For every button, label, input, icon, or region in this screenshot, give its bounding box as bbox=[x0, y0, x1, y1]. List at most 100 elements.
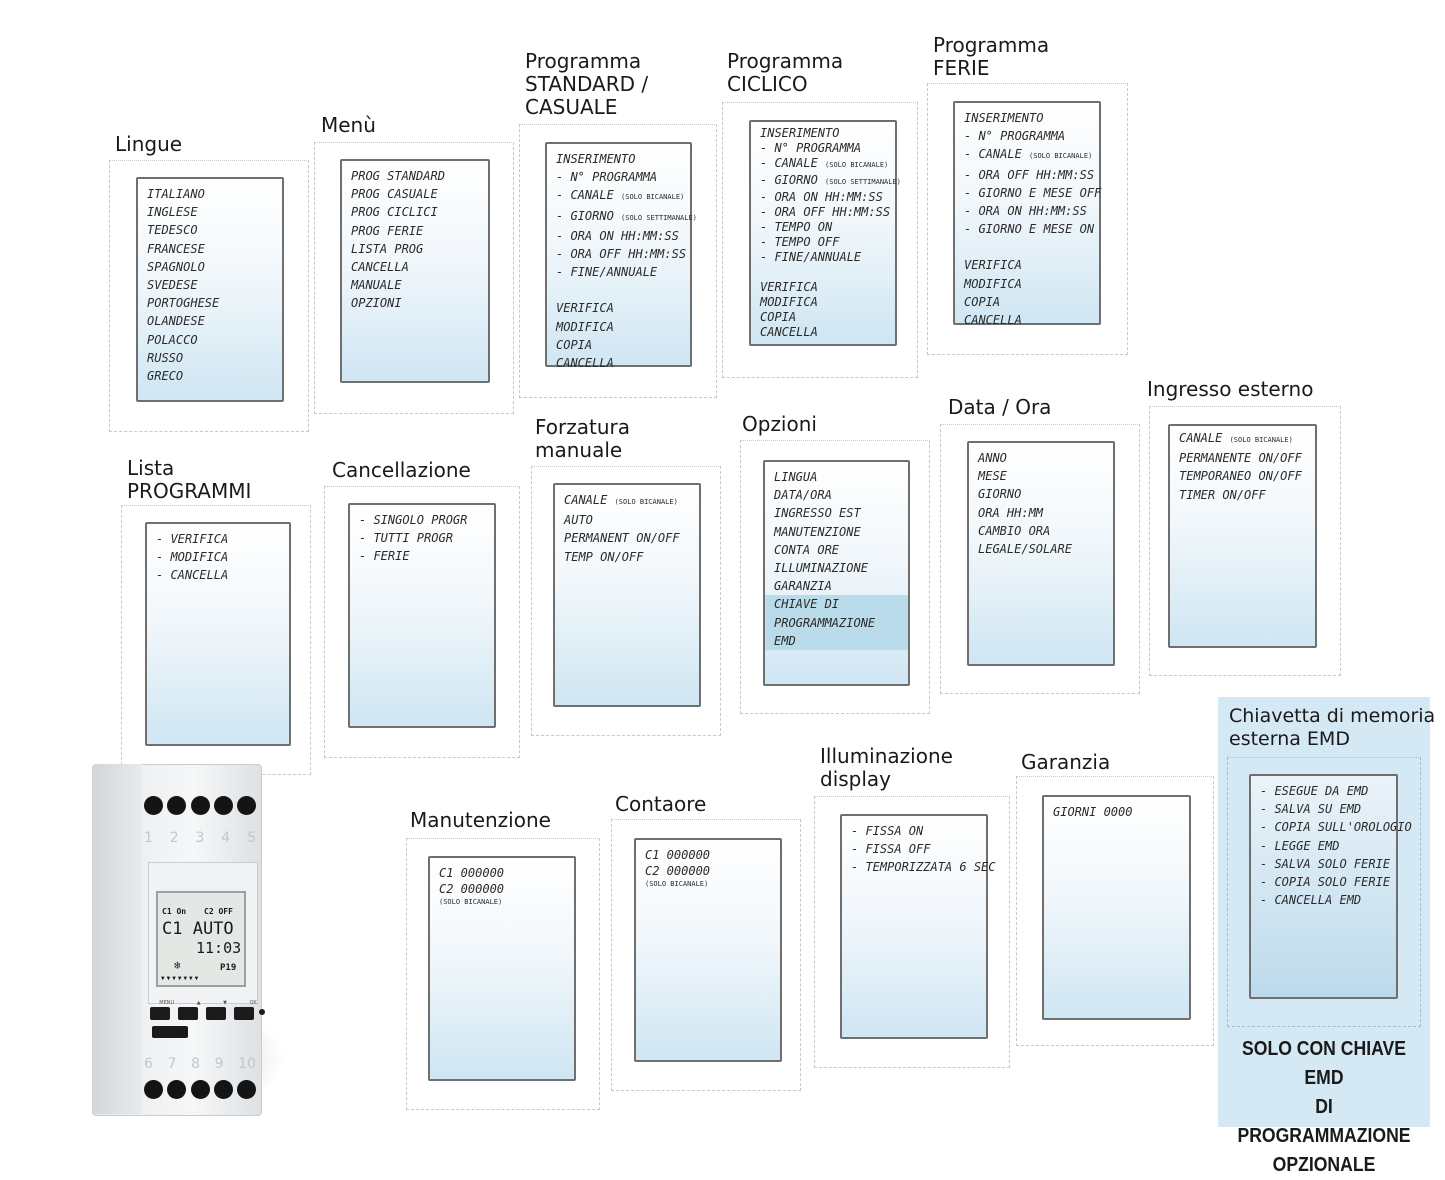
emd-slot bbox=[152, 1026, 188, 1038]
item-ciclico-2-note: (SOLO BICANALE) bbox=[825, 161, 889, 169]
panel-forzatura: CANALE (SOLO BICANALE) AUTO PERMANENT ON… bbox=[553, 483, 701, 707]
lcd-prog: P19 bbox=[220, 963, 237, 973]
item-ingresso-3: TIMER ON/OFF bbox=[1179, 487, 1266, 502]
item-lista-1: - MODIFICA bbox=[156, 550, 229, 565]
item-ciclico-5: - ORA OFF HH:MM:SS bbox=[760, 205, 891, 219]
up-button[interactable] bbox=[178, 1007, 198, 1020]
panel-lingue: ITALIANO INGLESE TEDESCO FRANCESE SPAGNO… bbox=[136, 177, 284, 402]
item-dataora-5: LEGALE/SOLARE bbox=[978, 542, 1072, 557]
ok-button[interactable] bbox=[234, 1007, 254, 1020]
down-button[interactable] bbox=[206, 1007, 226, 1020]
item-ferie-4: - GIORNO E MESE OFF bbox=[964, 185, 1102, 200]
item-opzioni-hl-1: PROGRAMMAZIONE bbox=[774, 615, 876, 630]
item-chiavetta-0: - ESEGUE DA EMD bbox=[1260, 784, 1369, 798]
item-ciclico-7: - TEMPO OFF bbox=[760, 235, 840, 249]
item-ciclico-12: COPIA bbox=[760, 310, 797, 324]
item-standard-8: VERIFICA bbox=[556, 301, 614, 316]
button-label: ▼ bbox=[223, 1000, 227, 1006]
item-opzioni-1: DATA/ORA bbox=[774, 488, 832, 503]
item-standard-6: - FINE/ANNUALE bbox=[556, 265, 658, 280]
item-ferie-5: - ORA ON HH:MM:SS bbox=[964, 204, 1087, 219]
item-opzioni-6: GARANZIA bbox=[774, 579, 832, 594]
item-manutenzione-0: C1 000000 bbox=[439, 866, 505, 880]
item-manutenzione-1: C2 000000 bbox=[439, 882, 505, 897]
item-illuminazione-2: - TEMPORIZZATA 6 SEC bbox=[851, 860, 996, 875]
title-ingresso: Ingresso esterno bbox=[1147, 377, 1314, 401]
item-lista-0: - VERIFICA bbox=[156, 532, 229, 546]
frame-lingue bbox=[109, 160, 309, 432]
panel-chiavetta: - ESEGUE DA EMD - SALVA SU EMD - COPIA S… bbox=[1249, 774, 1412, 999]
item-ferie-2-label: - CANALE bbox=[964, 147, 1022, 162]
frame-illuminazione bbox=[814, 796, 1010, 1068]
item-ferie-10: COPIA bbox=[964, 294, 1001, 309]
item-standard-0: INSERIMENTO bbox=[556, 152, 636, 166]
item-dataora-4: CAMBIO ORA bbox=[978, 523, 1051, 538]
item-lingue-7: OLANDESE bbox=[147, 314, 205, 329]
item-lingue-8: POLACCO bbox=[147, 332, 198, 347]
item-ciclico-2-label: - CANALE bbox=[760, 156, 818, 170]
panel-dataora: ANNO MESE GIORNO ORA HH:MM CAMBIO ORA LE… bbox=[967, 441, 1115, 666]
item-ciclico-13: CANCELLA bbox=[760, 325, 818, 339]
frame-manutenzione bbox=[406, 838, 600, 1110]
frame-chiavetta bbox=[1227, 757, 1421, 1027]
item-forzatura-1: AUTO bbox=[564, 513, 593, 528]
item-forzatura-0-note: (SOLO BICANALE) bbox=[614, 498, 678, 506]
item-ciclico-2: - CANALE (SOLO BICANALE) bbox=[760, 156, 889, 173]
terminal-number: 2 bbox=[169, 830, 179, 846]
item-chiavetta-6: - CANCELLA EMD bbox=[1260, 893, 1362, 908]
item-menu-2: PROG CICLICI bbox=[351, 205, 438, 220]
item-lingue-4: SPAGNOLO bbox=[147, 259, 205, 274]
item-lingue-3: FRANCESE bbox=[147, 241, 205, 256]
item-ferie-3: - ORA OFF HH:MM:SS bbox=[964, 167, 1095, 182]
lcd-mode: C1 AUTO bbox=[162, 919, 234, 939]
terminal-number: 6 bbox=[144, 1056, 153, 1072]
terminal-hole bbox=[213, 796, 233, 815]
item-menu-1: PROG CASUALE bbox=[351, 187, 438, 202]
panel-ingresso: CANALE (SOLO BICANALE) PERMANENTE ON/OFF… bbox=[1168, 424, 1317, 648]
reset-button[interactable] bbox=[259, 1009, 265, 1015]
time-switch-device: 1 2 3 4 5 C1 On C2 OFF C1 AUTO 11:03 ❄ P… bbox=[86, 764, 286, 1134]
highlight-emd: CHIAVE DI PROGRAMMAZIONE EMD bbox=[765, 595, 908, 651]
snowflake-icon: ❄ bbox=[174, 959, 181, 972]
item-ferie-1: - N° PROGRAMMA bbox=[964, 129, 1066, 144]
item-ingresso-2: TEMPORANEO ON/OFF bbox=[1179, 469, 1302, 484]
item-illuminazione-0: - FISSA ON bbox=[851, 824, 924, 838]
item-ciclico-3-note: (SOLO SETTIMANALE) bbox=[825, 178, 901, 186]
item-standard-9: MODIFICA bbox=[556, 319, 614, 334]
item-ferie-8: VERIFICA bbox=[964, 258, 1022, 273]
panel-lista: - VERIFICA - MODIFICA - CANCELLA bbox=[145, 522, 291, 746]
item-opzioni-4: CONTA ORE bbox=[774, 542, 840, 557]
title-opzioni: Opzioni bbox=[742, 412, 817, 436]
item-ferie-9: MODIFICA bbox=[964, 276, 1022, 291]
panel-ferie: INSERIMENTO - N° PROGRAMMA - CANALE (SOL… bbox=[953, 101, 1102, 327]
title-contaore: Contaore bbox=[615, 792, 707, 816]
item-chiavetta-1: - SALVA SU EMD bbox=[1260, 802, 1362, 817]
frame-ingresso bbox=[1149, 406, 1341, 676]
item-standard-10: COPIA bbox=[556, 337, 593, 352]
item-ingresso-0-label: CANALE bbox=[1179, 431, 1223, 445]
item-manutenzione-note-text: (SOLO BICANALE) bbox=[439, 898, 503, 907]
terminal-row-bottom bbox=[144, 1080, 256, 1099]
item-lingue-0: ITALIANO bbox=[147, 187, 205, 201]
item-contaore-note: (SOLO BICANALE) bbox=[645, 878, 771, 889]
title-manutenzione: Manutenzione bbox=[410, 808, 551, 832]
terminal-number: 3 bbox=[195, 830, 205, 846]
item-opzioni-3: MANUTENZIONE bbox=[774, 524, 861, 539]
item-ferie-2-note: (SOLO BICANALE) bbox=[1029, 152, 1093, 161]
item-standard-2-note: (SOLO BICANALE) bbox=[621, 193, 685, 202]
item-standard-3-note: (SOLO SETTIMANALE) bbox=[621, 213, 697, 222]
lcd-ch2: C2 OFF bbox=[204, 907, 233, 916]
terminal-numbers-top: 1 2 3 4 5 bbox=[144, 830, 256, 846]
item-menu-5: CANCELLA bbox=[351, 260, 409, 275]
panel-standard: INSERIMENTO - N° PROGRAMMA - CANALE (SOL… bbox=[545, 142, 697, 370]
menu-button[interactable] bbox=[150, 1007, 170, 1020]
item-dataora-1: MESE bbox=[978, 469, 1007, 484]
frame-garanzia bbox=[1016, 776, 1214, 1046]
item-opzioni-5: ILLUMINAZIONE bbox=[774, 561, 868, 576]
frame-dataora bbox=[940, 424, 1140, 694]
item-ciclico-4: - ORA ON HH:MM:SS bbox=[760, 190, 883, 204]
terminal-number: 10 bbox=[238, 1056, 256, 1072]
item-chiavetta-4: - SALVA SOLO FERIE bbox=[1260, 856, 1391, 871]
lcd-display: C1 On C2 OFF C1 AUTO 11:03 ❄ P19 ▼▼▼▼▼▼▼ bbox=[156, 891, 246, 987]
panel-contaore: C1 000000 C2 000000 (SOLO BICANALE) bbox=[634, 838, 782, 1062]
